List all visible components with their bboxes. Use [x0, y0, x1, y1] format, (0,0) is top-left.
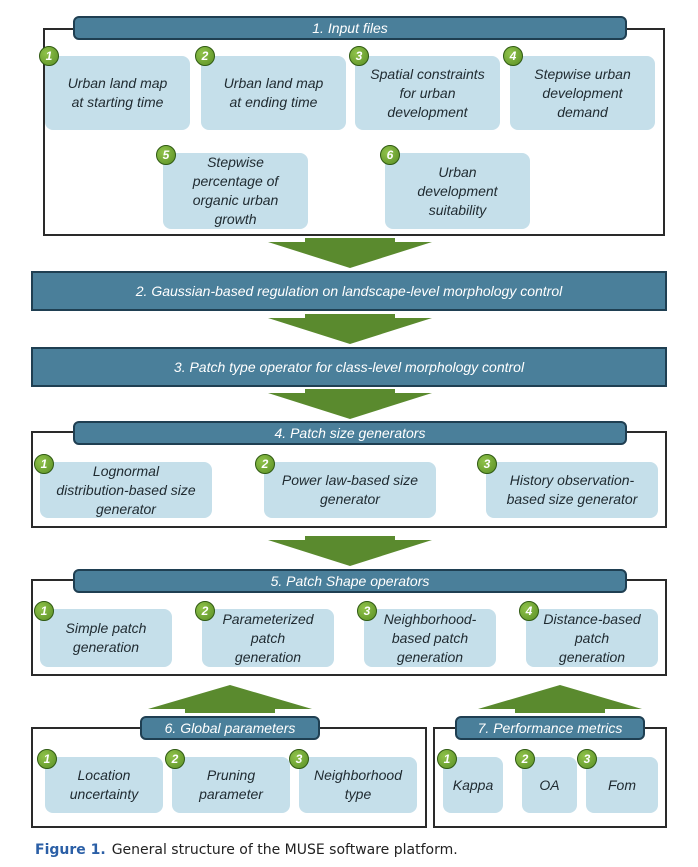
shape-box-2: Parameterized patch generation [202, 609, 334, 667]
number-badge-3: 3 [349, 46, 369, 66]
input-box-5: Stepwise percentage of organic urban gro… [163, 153, 308, 229]
metric-badge-3: 3 [577, 749, 597, 769]
down-arrow-4 [268, 536, 432, 566]
performance-metrics-header: 7. Performance metrics [455, 716, 645, 740]
metric-badge-2: 2 [515, 749, 535, 769]
down-arrow-1 [268, 238, 432, 268]
size-badge-3: 3 [477, 454, 497, 474]
patch-size-header: 4. Patch size generators [73, 421, 627, 445]
up-arrow-metrics [478, 685, 642, 713]
shape-box-1: Simple patch generation [40, 609, 172, 667]
shape-badge-1: 1 [34, 601, 54, 621]
number-badge-5: 5 [156, 145, 176, 165]
size-box-1: Lognormal distribution-based size genera… [40, 462, 212, 518]
global-box-1: Location uncertainty [45, 757, 163, 813]
input-box-2: Urban land map at ending time [201, 56, 346, 130]
number-badge-4: 4 [503, 46, 523, 66]
number-badge-1: 1 [39, 46, 59, 66]
shape-badge-2: 2 [195, 601, 215, 621]
input-box-4: Stepwise urban development demand [510, 56, 655, 130]
global-badge-1: 1 [37, 749, 57, 769]
down-arrow-3 [268, 389, 432, 419]
number-badge-6: 6 [380, 145, 400, 165]
patch-shape-header: 5. Patch Shape operators [73, 569, 627, 593]
up-arrow-global [148, 685, 312, 713]
metric-badge-1: 1 [437, 749, 457, 769]
number-badge-2: 2 [195, 46, 215, 66]
input-box-6: Urban development suitability [385, 153, 530, 229]
global-box-2: Pruning parameter [172, 757, 290, 813]
shape-box-4: Distance-based patch generation [526, 609, 658, 667]
global-box-3: Neighborhood type [299, 757, 417, 813]
shape-badge-4: 4 [519, 601, 539, 621]
input-files-header: 1. Input files [73, 16, 627, 40]
metric-box-fom: Fom [586, 757, 658, 813]
size-badge-2: 2 [255, 454, 275, 474]
figure-caption: Figure 1. General structure of the MUSE s… [35, 842, 458, 858]
patch-type-operator-bar: 3. Patch type operator for class-level m… [31, 347, 667, 387]
global-badge-2: 2 [165, 749, 185, 769]
global-badge-3: 3 [289, 749, 309, 769]
gaussian-regulation-bar: 2. Gaussian-based regulation on landscap… [31, 271, 667, 311]
size-box-3: History observation- based size generato… [486, 462, 658, 518]
size-badge-1: 1 [34, 454, 54, 474]
size-box-2: Power law-based size generator [264, 462, 436, 518]
figure-caption-text: General structure of the MUSE software p… [111, 842, 458, 858]
input-box-3: Spatial constraints for urban developmen… [355, 56, 500, 130]
shape-badge-3: 3 [357, 601, 377, 621]
global-parameters-header: 6. Global parameters [140, 716, 320, 740]
input-box-1: Urban land map at starting time [45, 56, 190, 130]
figure-label: Figure 1. [35, 842, 106, 858]
down-arrow-2 [268, 314, 432, 344]
shape-box-3: Neighborhood- based patch generation [364, 609, 496, 667]
